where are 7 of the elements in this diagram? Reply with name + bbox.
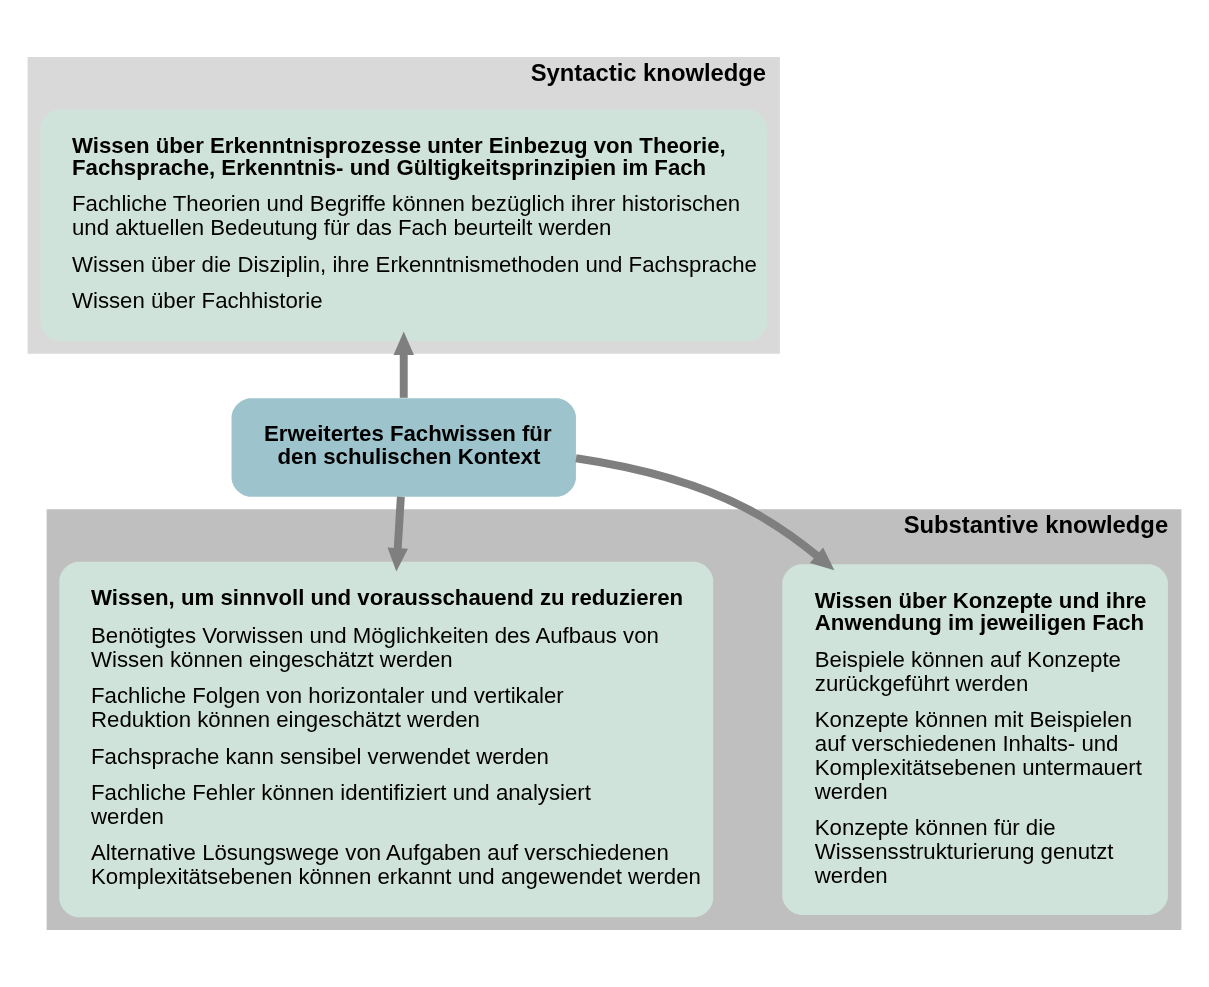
arrow <box>387 496 408 572</box>
node-box: Erweitertes Fachwissen für den schulischen Kontext <box>231 398 576 497</box>
node-box: Wissen über Erkenntnisprozesse unter Einbezug von Theorie, Fachsprache, Erkenntnis- und Gültigkeitsprinzipien im Fach Fachliche Theorien und Begriffe können bezüglich ihrer historischen und aktuellen Bedeutung für das Fach beurteilt werden Wissen über die Disziplin, ihre Erkenntnismethoden und Fachsprache Wissen über Fachhistorie <box>40 109 768 342</box>
node-box: Wissen über Konzepte und ihre Anwendung im jeweiligen Fach Beispiele können auf Konzepte zurückgeführt werden Konzepte können mit Beispielen auf verschiedenen Inhalts- und Komplexitätsebenen untermauert werden Konzepte können für die Wissensstrukturierung genutzt werden <box>782 564 1168 915</box>
arrow <box>575 454 835 571</box>
arrow <box>393 331 414 398</box>
node-box: Wissen, um sinnvoll und vorausschauend zu reduzieren Benötigtes Vorwissen und Möglichkeiten des Aufbaus von Wissen können eingeschätzt werden Fachliche Folgen von horizontaler und vertikaler Reduktion können eingeschätzt werden Fachsprache kann sensibel verwendet werden Fachliche Fehler können identifiziert und analysiert werden Alternative Lösungswege von Aufgaben auf verschiedenen Komplexitätsebenen können erkannt und angewendet werden <box>59 561 714 918</box>
